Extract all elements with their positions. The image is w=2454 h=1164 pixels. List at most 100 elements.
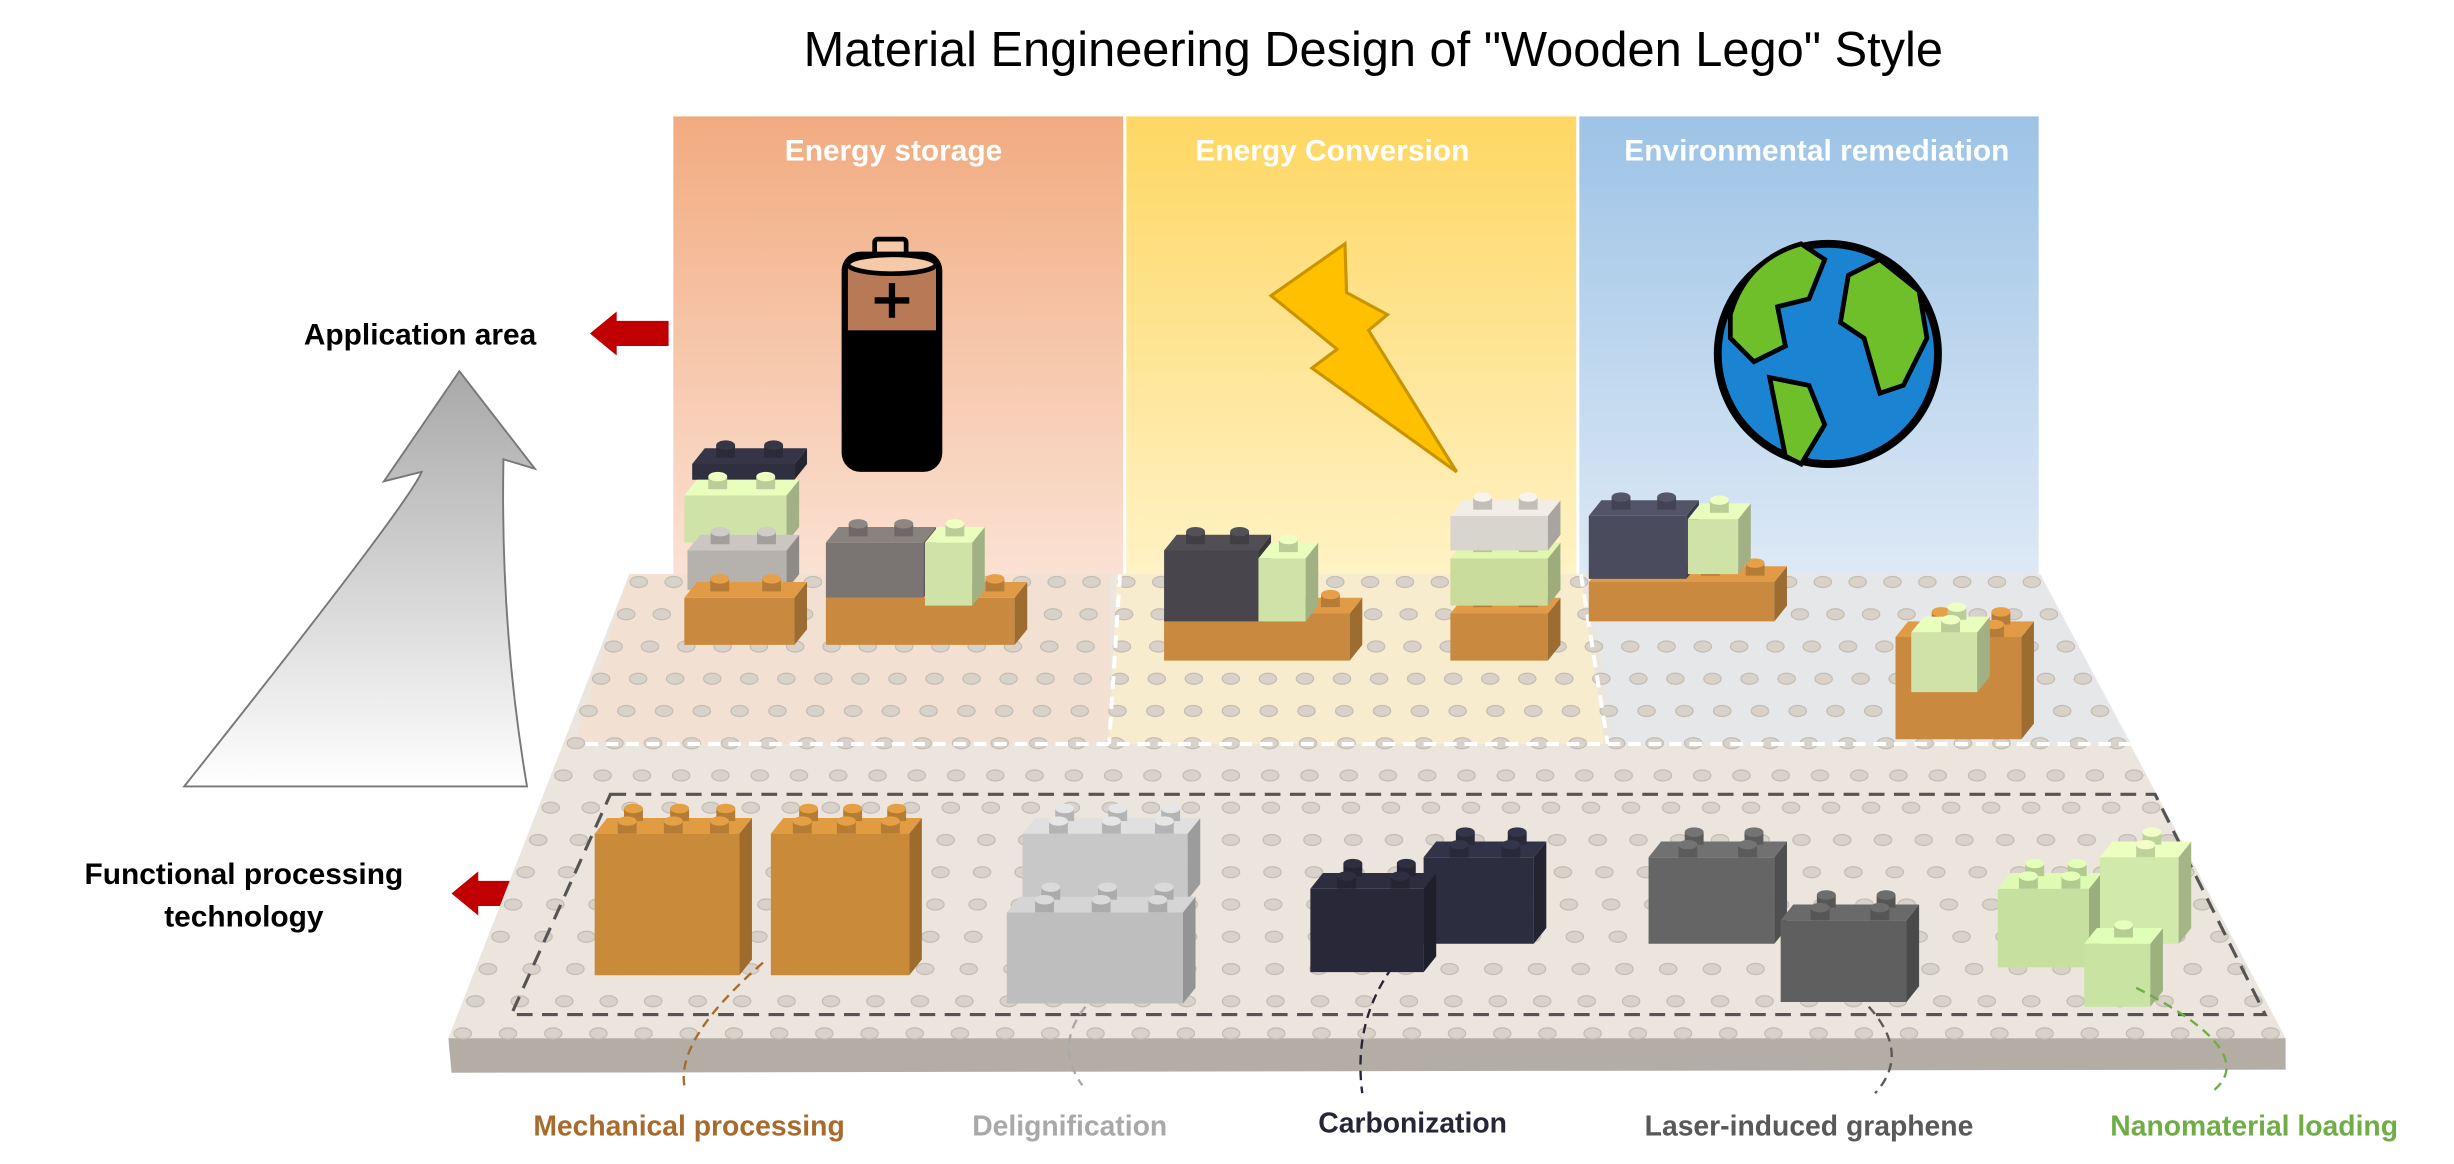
baseplate-stud (1615, 962, 1634, 976)
baseplate-stud (1403, 640, 1422, 653)
baseplate-stud (1103, 769, 1123, 782)
brick-stud (710, 574, 730, 584)
baseplate-stud (926, 898, 945, 911)
baseplate-stud (543, 1027, 563, 1040)
baseplate-stud (1732, 769, 1751, 782)
baseplate-stud (1399, 995, 1419, 1008)
brick-stud (1449, 839, 1469, 850)
baseplate-stud (1448, 704, 1467, 718)
baseplate-stud (634, 1027, 653, 1040)
baseplate-stud (1928, 769, 1948, 782)
baseplate-stud (632, 769, 652, 782)
baseplate-stud (1777, 672, 1796, 685)
upward-progress-arrow-icon (182, 369, 538, 788)
baseplate-stud (1814, 672, 1833, 685)
panel-label-energy-storage: Energy storage (785, 134, 1002, 167)
baseplate-stud (1781, 801, 1801, 814)
baseplate-stud (1851, 672, 1870, 685)
baseplate-stud (1764, 1027, 1783, 1040)
baseplate-stud (777, 672, 796, 685)
brick-green (924, 519, 985, 606)
baseplate-stud (821, 995, 841, 1008)
baseplate-stud (1339, 769, 1359, 782)
baseplate-stud (959, 962, 979, 976)
baseplate-stud (1444, 995, 1463, 1008)
baseplate-stud (1221, 1027, 1241, 1040)
baseplate-stud (1447, 1027, 1467, 1040)
baseplate-stud (1861, 608, 1881, 621)
baseplate-stud (1901, 801, 1921, 814)
baseplate-stud (1941, 801, 1961, 814)
baseplate-stud (1653, 769, 1673, 782)
brick-stud (945, 519, 965, 529)
baseplate-stud (1114, 608, 1134, 621)
baseplate-stud (1036, 672, 1055, 685)
baseplate-stud (1025, 769, 1044, 782)
brick-stud (1657, 492, 1677, 502)
baseplate-stud (1527, 962, 1547, 976)
baseplate-stud (1184, 672, 1204, 685)
baseplate-stud (1746, 962, 1765, 976)
baseplate-stud (1384, 833, 1404, 847)
brick-stud (985, 574, 1005, 584)
baseplate-stud (749, 930, 768, 943)
baseplate-stud (528, 833, 548, 847)
baseplate-stud (860, 1027, 879, 1040)
baseplate-stud (1693, 640, 1713, 653)
brick-wood-mechanical (770, 803, 922, 976)
baseplate-stud (1263, 866, 1282, 879)
baseplate-stud (1261, 801, 1281, 814)
brick-stud (1161, 803, 1181, 814)
brick-stud (1337, 871, 1356, 881)
baseplate-stud (2141, 801, 2161, 814)
baseplate-stud (789, 769, 809, 782)
baseplate-stud (1826, 704, 1845, 718)
baseplate-stud (1666, 995, 1685, 1008)
baseplate-stud (1864, 704, 1883, 718)
baseplate-stud (1141, 801, 1161, 814)
brick-stud (1947, 602, 1967, 612)
brick-stud (764, 440, 784, 450)
brick-stud (887, 803, 907, 814)
baseplate-stud (1964, 962, 1984, 976)
baseplate-stud (1755, 995, 1774, 1008)
baseplate-stud (1629, 672, 1648, 685)
baseplate-stud (1378, 769, 1398, 782)
baseplate-stud (1176, 1027, 1196, 1040)
brick-stud (663, 816, 683, 826)
baseplate-stud (936, 833, 956, 847)
baseplate-stud (1259, 704, 1278, 718)
brick-stud (1048, 816, 1068, 826)
baseplate-stud (1221, 704, 1241, 718)
baseplate-stud (905, 1027, 925, 1040)
baseplate-stud (1357, 1027, 1376, 1040)
baseplate-stud (1583, 1027, 1602, 1040)
baseplate-stud (1575, 769, 1594, 782)
brick-stud (2136, 839, 2156, 850)
baseplate-stud (1399, 608, 1418, 621)
baseplate-stud (2090, 704, 2110, 718)
baseplate-stud (1262, 833, 1282, 847)
brick-stud (1816, 890, 1836, 900)
baseplate-stud (805, 704, 825, 718)
brick-wood-mechanical (594, 803, 752, 976)
baseplate-stud (629, 575, 649, 589)
baseplate-stud (2124, 769, 2144, 782)
brick-stud (1035, 895, 1054, 905)
baseplate-stud (1897, 608, 1916, 621)
baseplate-stud (2080, 1027, 2100, 1040)
globe-icon (1713, 239, 1942, 468)
baseplate-stud (977, 833, 996, 847)
baseplate-stud (1832, 833, 1852, 847)
baseplate-stud (2125, 1027, 2145, 1040)
baseplate-stud (1927, 866, 1946, 879)
baseplate-stud (466, 995, 485, 1008)
baseplate-stud (1790, 608, 1810, 621)
brick-carbonized (1310, 858, 1437, 973)
baseplate-stud (1657, 640, 1676, 653)
baseplate-stud (1995, 833, 2015, 847)
baseplate-stud (2066, 995, 2085, 1008)
baseplate-stud (1535, 769, 1555, 782)
baseplate-stud (907, 769, 927, 782)
baseplate-stud (503, 898, 523, 911)
